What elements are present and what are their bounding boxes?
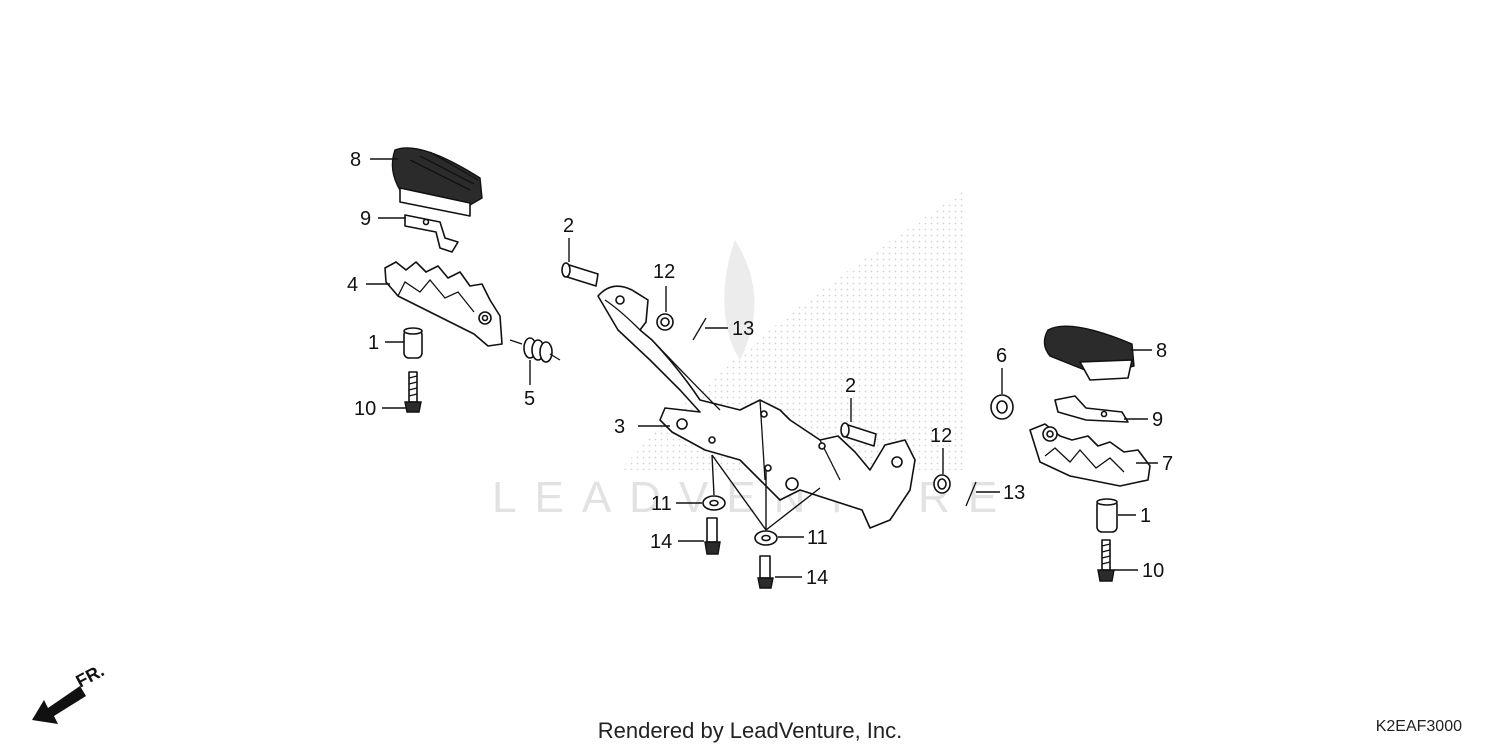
bracket-washers bbox=[702, 495, 778, 546]
callout-4: 4 bbox=[347, 274, 358, 296]
right-bolt bbox=[1097, 539, 1115, 582]
bracket-leaders bbox=[711, 454, 821, 531]
callout-3: 3 bbox=[614, 416, 625, 438]
main-bracket bbox=[597, 285, 916, 529]
callout-12-center: 12 bbox=[930, 425, 952, 447]
callout-12-top: 12 bbox=[653, 261, 675, 283]
left-peg-plate bbox=[404, 214, 459, 253]
callout-1-right: 1 bbox=[1140, 505, 1151, 527]
pivot-pin-top bbox=[561, 262, 599, 287]
left-peg-rubber bbox=[391, 147, 483, 217]
callout-9-right: 9 bbox=[1152, 409, 1163, 431]
callouts: 8 9 4 1 10 5 2 12 13 3 11 14 11 14 2 12 bbox=[347, 149, 1173, 589]
callout-1-left: 1 bbox=[368, 332, 379, 354]
callout-2-top: 2 bbox=[563, 215, 574, 237]
callout-2-center: 2 bbox=[845, 375, 856, 397]
right-peg-plate bbox=[1054, 395, 1129, 423]
washer-center bbox=[933, 474, 951, 494]
pivot-pin-center bbox=[840, 422, 877, 447]
callout-10-left: 10 bbox=[354, 398, 376, 420]
right-collar bbox=[1096, 498, 1118, 533]
callout-14-left: 14 bbox=[650, 531, 672, 553]
callout-9-left: 9 bbox=[360, 208, 371, 230]
left-spring bbox=[509, 337, 561, 363]
callout-13-top: 13 bbox=[732, 318, 754, 340]
front-direction-arrow: FR. bbox=[32, 660, 107, 724]
right-collar-nut bbox=[990, 394, 1014, 420]
callout-14-center: 14 bbox=[806, 567, 828, 589]
watermark-text: LEADVENTURE bbox=[492, 473, 1015, 522]
callout-13-right: 13 bbox=[1003, 482, 1025, 504]
callout-11-left: 11 bbox=[651, 493, 672, 515]
callout-8-right: 8 bbox=[1156, 340, 1167, 362]
callout-7: 7 bbox=[1162, 453, 1173, 475]
footer-credit: Rendered by LeadVenture, Inc. bbox=[597, 718, 903, 743]
washer-top bbox=[656, 313, 674, 331]
bracket-bolts bbox=[704, 517, 774, 589]
callout-10-right: 10 bbox=[1142, 560, 1164, 582]
callout-11-center: 11 bbox=[807, 527, 828, 549]
cotter-pin-top bbox=[692, 317, 707, 341]
left-collar bbox=[403, 327, 423, 359]
left-bolt bbox=[404, 371, 422, 413]
front-direction-label: FR. bbox=[72, 660, 107, 691]
right-peg-rubber bbox=[1043, 325, 1135, 381]
wing-logo-watermark bbox=[620, 190, 965, 470]
cotter-pin-right bbox=[965, 481, 977, 507]
callout-6: 6 bbox=[996, 345, 1007, 367]
left-peg-step bbox=[384, 261, 503, 347]
right-peg-step bbox=[1029, 423, 1151, 487]
callout-5: 5 bbox=[524, 388, 535, 410]
callout-8-left: 8 bbox=[350, 149, 361, 171]
diagram-code: K2EAF3000 bbox=[1375, 718, 1462, 735]
